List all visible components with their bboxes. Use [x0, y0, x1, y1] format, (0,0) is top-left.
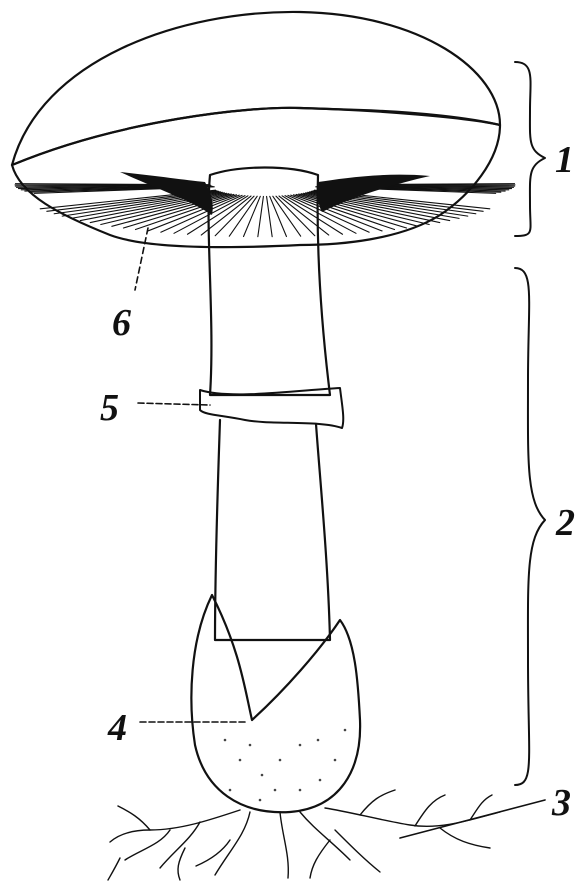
stipple-dot — [239, 759, 242, 762]
label-3: 3 — [551, 782, 571, 824]
stipple-dot — [224, 739, 227, 742]
gill-lines — [15, 184, 515, 237]
stipple-dot — [319, 779, 322, 782]
hypha — [196, 840, 230, 866]
leader-3 — [400, 800, 545, 838]
hypha — [125, 830, 170, 860]
hypha — [280, 812, 288, 878]
hypha — [440, 828, 490, 848]
gill-disc — [12, 108, 500, 247]
leader-6 — [135, 228, 148, 290]
label-4: 4 — [107, 707, 127, 749]
gill-line — [244, 196, 261, 236]
stipple-dot — [334, 759, 337, 762]
hypha — [335, 830, 380, 872]
hypha — [360, 790, 395, 815]
label-5: 5 — [100, 387, 119, 429]
stipple-dot — [317, 739, 320, 742]
hypha — [300, 812, 350, 860]
volva-stipple — [224, 729, 347, 802]
hypha — [215, 812, 250, 875]
hypha — [108, 858, 120, 880]
lower-stem — [215, 420, 330, 640]
hypha — [310, 840, 330, 878]
brace-1 — [515, 62, 545, 236]
stipple-dot — [249, 744, 252, 747]
hypha — [415, 795, 445, 826]
gill-line — [267, 196, 273, 236]
mycelium — [108, 790, 500, 880]
stipple-dot — [229, 789, 232, 792]
hypha — [325, 808, 500, 826]
stipple-dot — [279, 759, 282, 762]
cap-top — [12, 12, 500, 165]
gill-line — [258, 196, 264, 236]
hypha — [118, 806, 150, 830]
stipple-dot — [274, 789, 277, 792]
hypha — [110, 810, 240, 842]
stipple-dot — [299, 789, 302, 792]
stipple-dot — [259, 799, 262, 802]
volva — [191, 595, 360, 812]
stipple-dot — [261, 774, 264, 777]
gill-line — [270, 196, 287, 236]
stipple-dot — [344, 729, 347, 732]
hypha — [178, 848, 185, 880]
label-6: 6 — [112, 302, 131, 344]
label-1: 1 — [555, 139, 574, 181]
brace-2 — [515, 268, 545, 785]
stipple-dot — [299, 744, 302, 747]
label-2: 2 — [555, 502, 575, 544]
